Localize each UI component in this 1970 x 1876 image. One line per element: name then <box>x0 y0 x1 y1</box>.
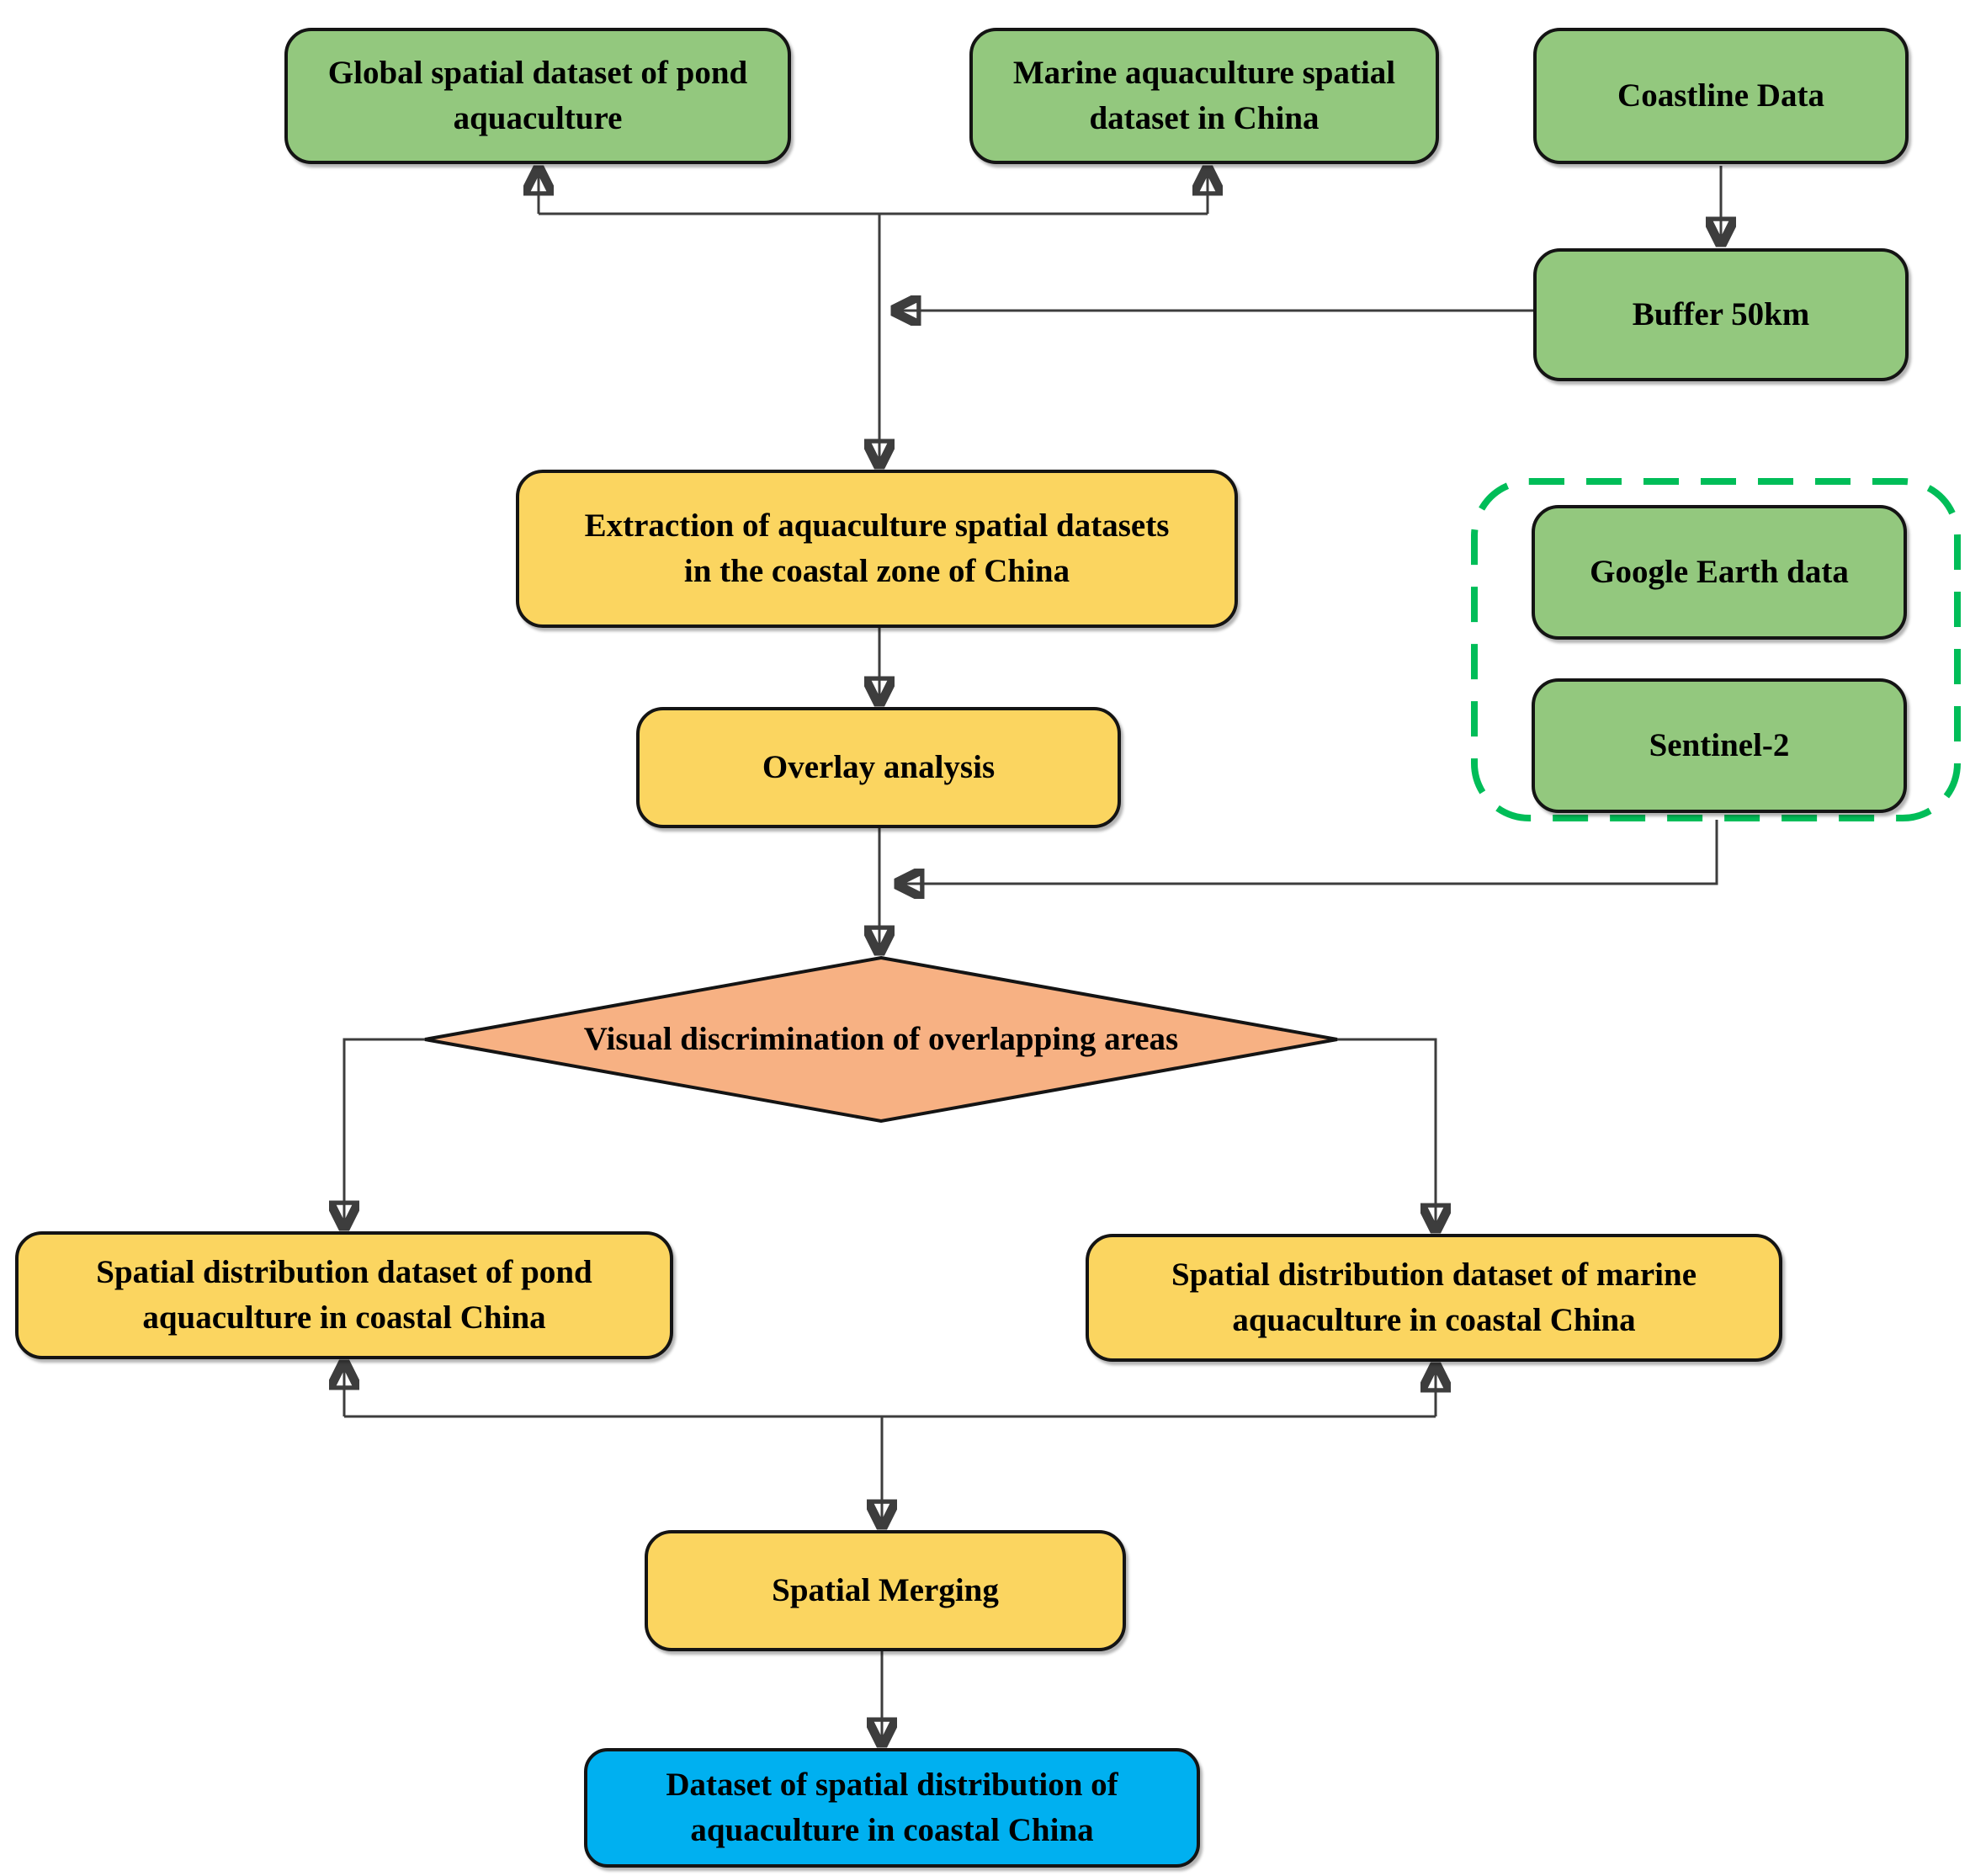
decision-diamond-shape <box>424 955 1338 1124</box>
node-label: Visual discrimination of overlapping are… <box>583 1021 1179 1058</box>
reference-group-outline <box>1471 478 1961 821</box>
node-spatial-merging: Spatial Merging <box>645 1530 1126 1651</box>
node-label: Extraction of aquaculture spatial datase… <box>584 508 1170 589</box>
edge-diamond-to-marine-dataset <box>1337 1038 1436 1229</box>
node-label: Spatial Merging <box>772 1572 999 1609</box>
node-label: Sentinel-2 <box>1649 727 1790 764</box>
node-global-pond-dataset: Global spatial dataset of pond aquacultu… <box>284 28 791 164</box>
edge-reference-group-to-junction <box>899 820 1718 884</box>
node-label: Coastline Data <box>1617 77 1824 114</box>
node-label: Dataset of spatial distribution of aquac… <box>666 1767 1118 1848</box>
node-marine-distribution-dataset: Spatial distribution dataset of marine a… <box>1086 1234 1782 1362</box>
node-label: Buffer 50km <box>1632 296 1810 333</box>
node-extraction-process: Extraction of aquaculture spatial datase… <box>516 470 1238 628</box>
node-label: Global spatial dataset of pond aquacultu… <box>327 55 748 136</box>
node-overlay-analysis: Overlay analysis <box>636 707 1121 828</box>
node-label: Spatial distribution dataset of marine a… <box>1171 1257 1697 1338</box>
node-coastline-data: Coastline Data <box>1533 28 1909 164</box>
node-pond-distribution-dataset: Spatial distribution dataset of pond aqu… <box>15 1231 673 1359</box>
node-marine-aquaculture-dataset: Marine aquaculture spatial dataset in Ch… <box>969 28 1439 164</box>
node-google-earth-data: Google Earth data <box>1532 505 1907 640</box>
node-sentinel-2: Sentinel-2 <box>1532 678 1907 813</box>
edge-diamond-to-pond-dataset <box>344 1038 425 1226</box>
node-visual-discrimination-label: Visual discrimination of overlapping are… <box>502 968 1260 1111</box>
node-label: Overlay analysis <box>762 749 996 786</box>
node-label: Google Earth data <box>1590 554 1849 591</box>
node-label: Marine aquaculture spatial dataset in Ch… <box>1012 55 1396 136</box>
node-label: Spatial distribution dataset of pond aqu… <box>96 1254 592 1336</box>
node-buffer-50km: Buffer 50km <box>1533 248 1909 381</box>
node-final-aquaculture-dataset: Dataset of spatial distribution of aquac… <box>584 1748 1200 1868</box>
